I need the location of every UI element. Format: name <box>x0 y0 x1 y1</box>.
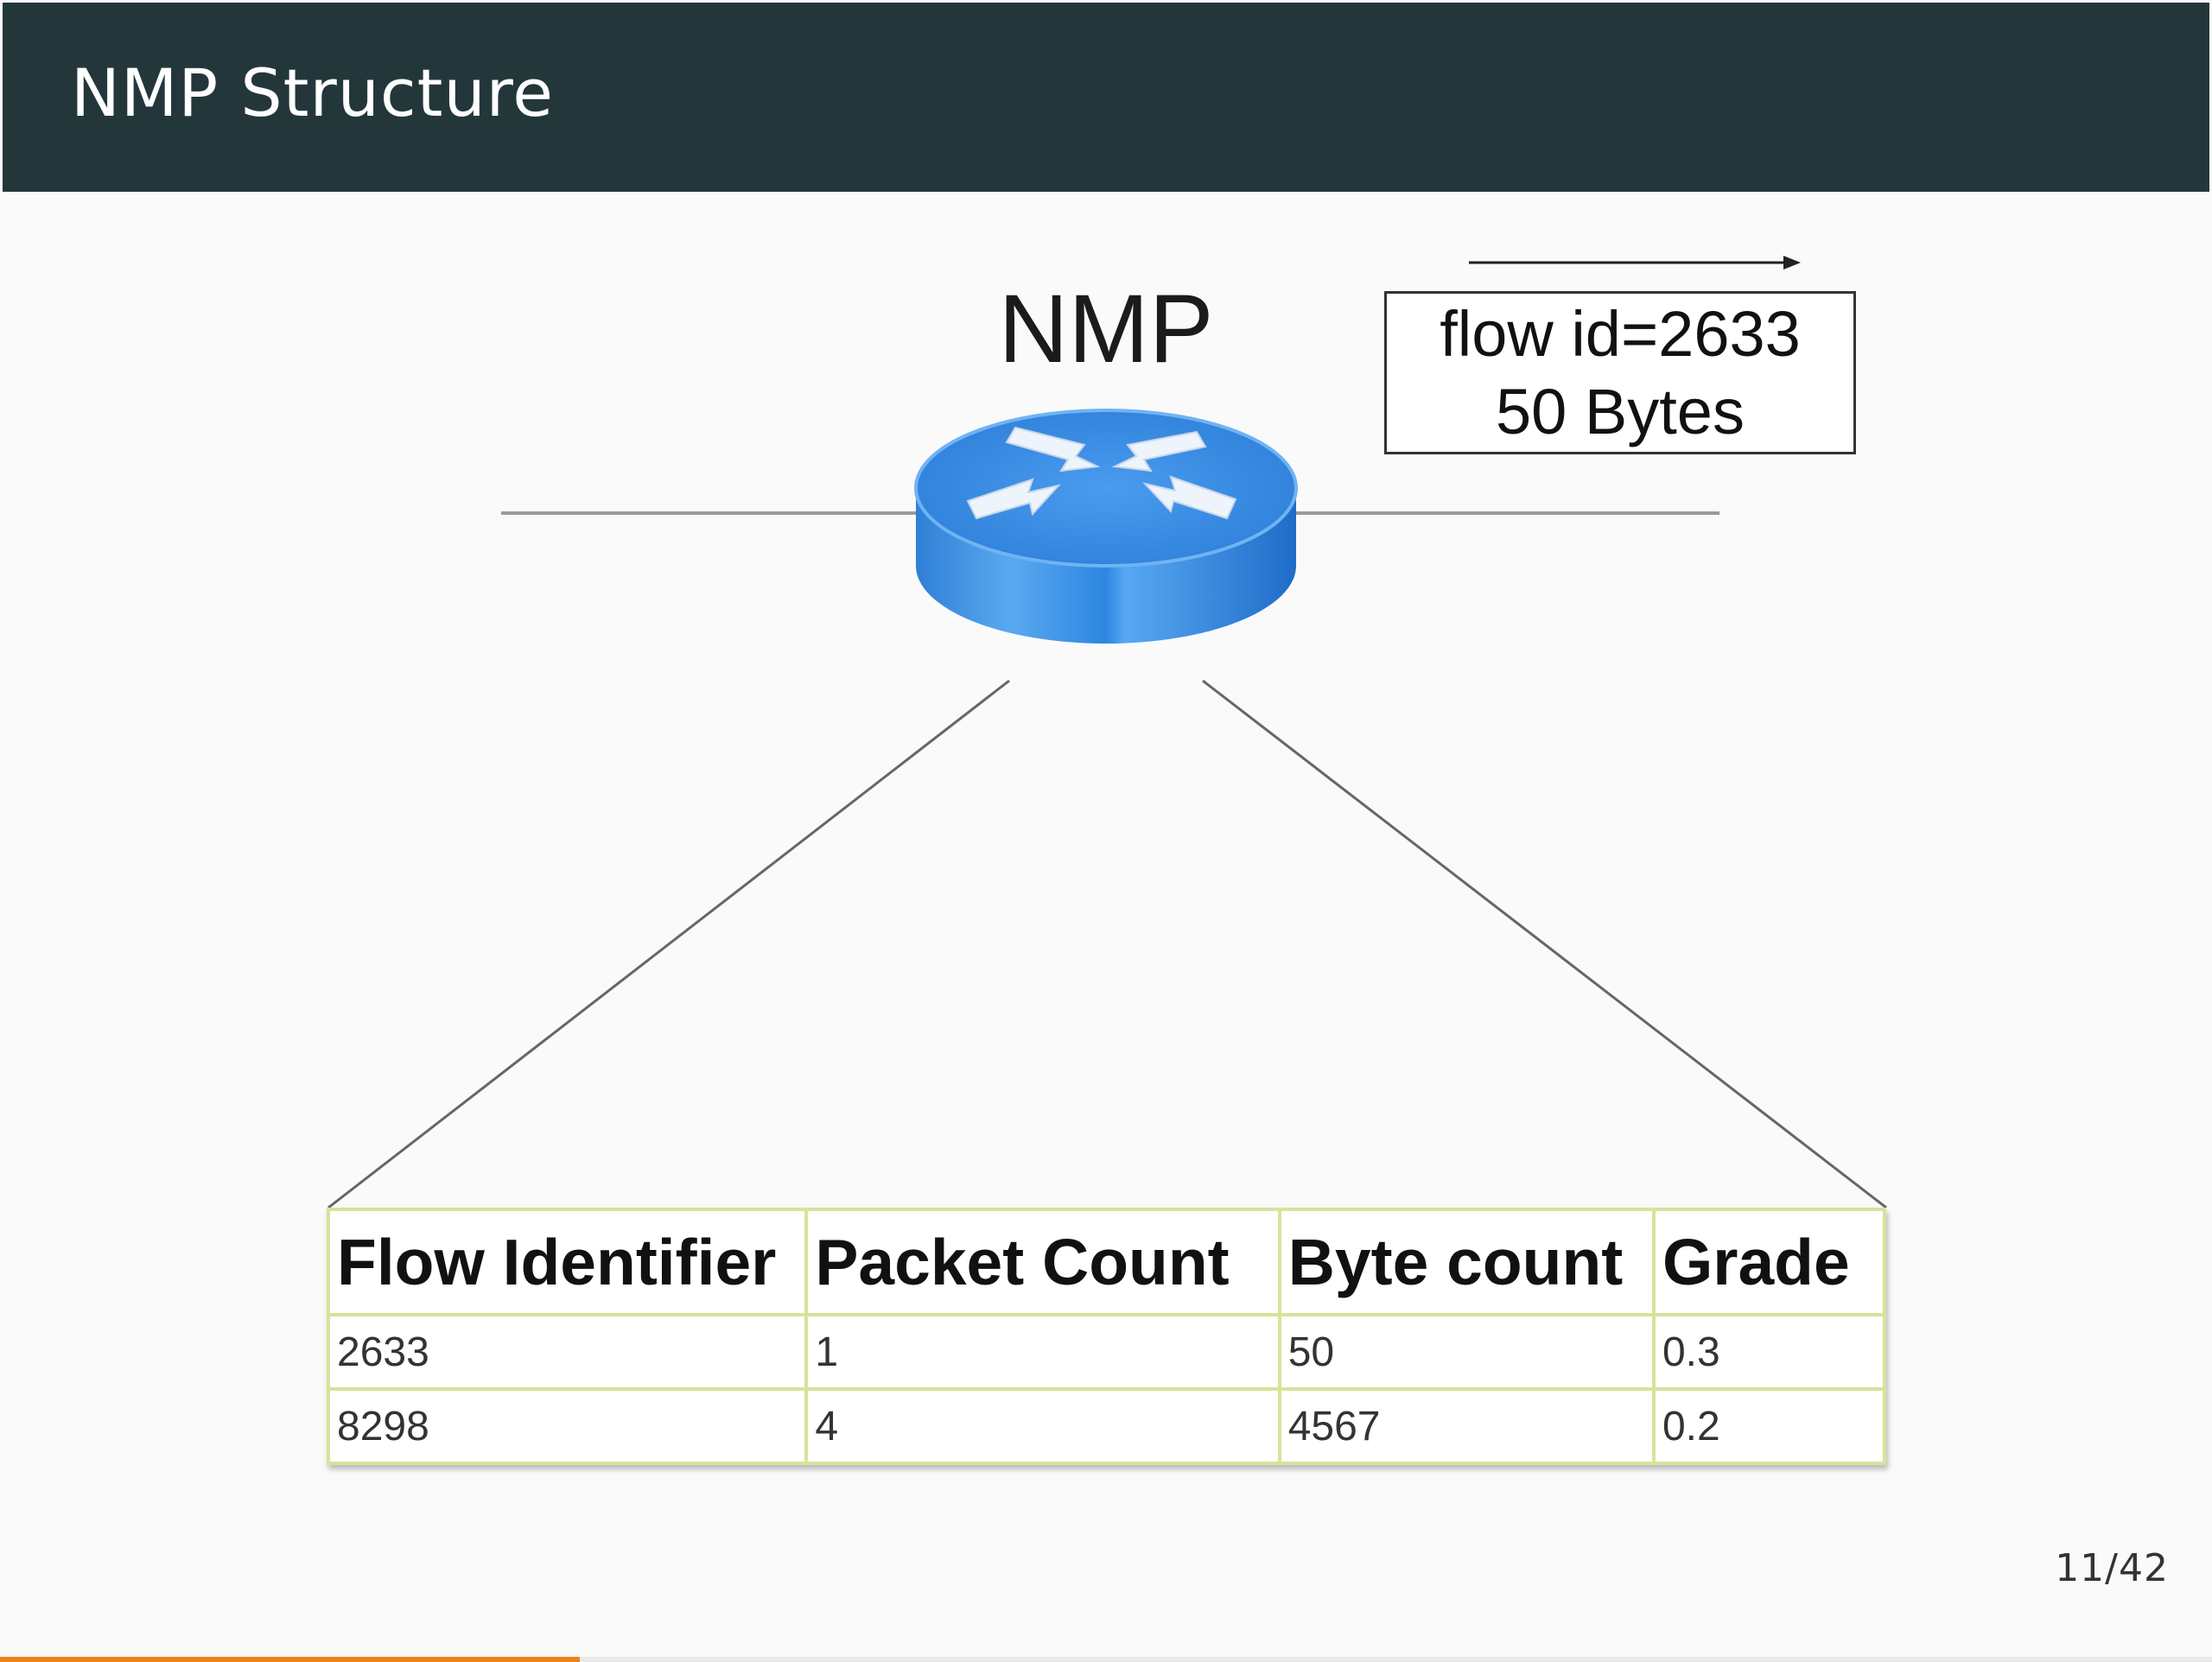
progress-track <box>0 1657 2212 1662</box>
header-flow-identifier: Flow Identifier <box>326 1208 809 1316</box>
page-number: 11/42 <box>2055 1546 2169 1590</box>
flow-bytes-label: 50 Bytes <box>1496 376 1745 447</box>
cell-grade: 0.3 <box>1651 1313 1887 1391</box>
slide-title: NMP Structure <box>71 54 554 131</box>
flow-table: Flow Identifier Packet Count Byte count … <box>326 1208 1887 1465</box>
table-header-row: Flow Identifier Packet Count Byte count … <box>326 1208 1887 1316</box>
table-row: 8298 4 4567 0.2 <box>326 1387 1887 1465</box>
title-bar <box>3 3 2209 192</box>
flow-direction-arrow <box>1469 256 1801 270</box>
header-byte-count: Byte count <box>1277 1208 1656 1316</box>
flow-id-label: flow id=2633 <box>1440 298 1801 370</box>
cell-byte-count: 50 <box>1277 1313 1656 1391</box>
table-row: 2633 1 50 0.3 <box>326 1313 1887 1391</box>
flow-packet-box: flow id=2633 50 Bytes <box>1384 291 1856 454</box>
cell-byte-count: 4567 <box>1277 1387 1656 1465</box>
cell-packet-count: 1 <box>804 1313 1281 1391</box>
cell-grade: 0.2 <box>1651 1387 1887 1465</box>
header-grade: Grade <box>1651 1208 1887 1316</box>
router-label: NMP <box>998 275 1214 383</box>
cell-flow-identifier: 2633 <box>326 1313 809 1391</box>
zoom-line-left <box>327 679 1010 1209</box>
router-icon <box>914 409 1298 644</box>
cell-packet-count: 4 <box>804 1387 1281 1465</box>
zoom-line-right <box>1202 679 1887 1209</box>
cell-flow-identifier: 8298 <box>326 1387 809 1465</box>
header-packet-count: Packet Count <box>804 1208 1281 1316</box>
progress-bar <box>0 1657 580 1662</box>
